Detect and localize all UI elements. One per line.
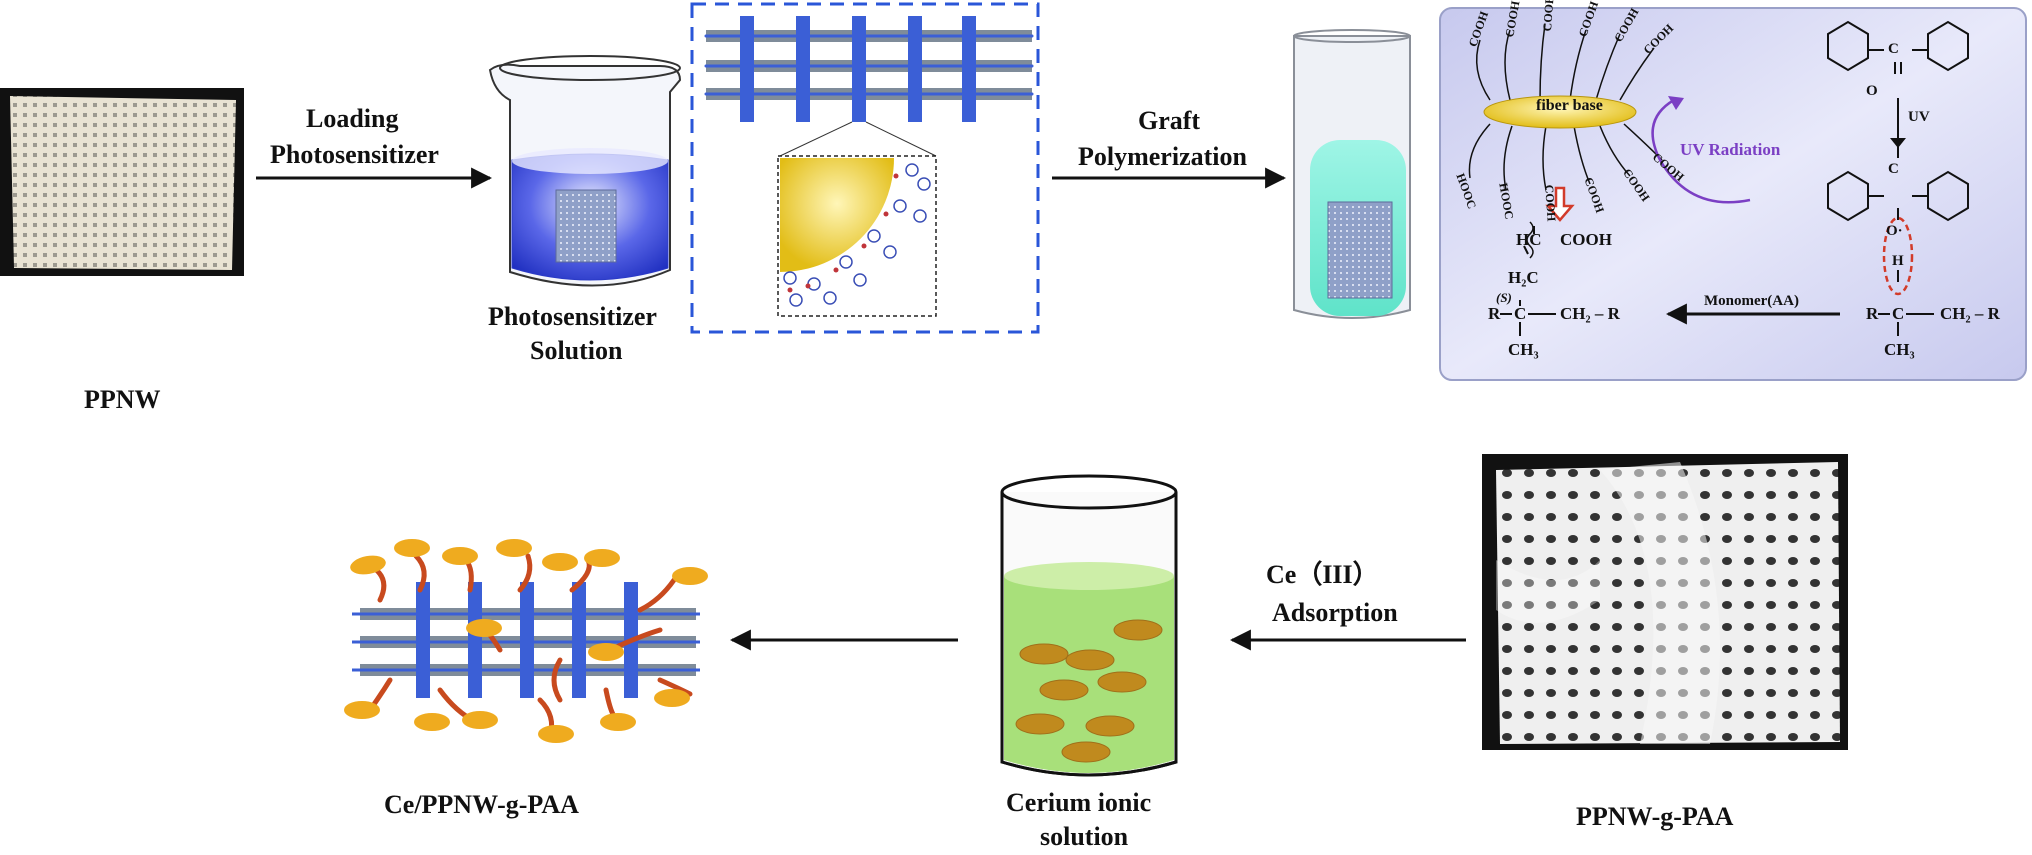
label-hc: HC xyxy=(1516,230,1542,249)
label-ppnw-g-paa: PPNW-g-PAA xyxy=(1576,802,1734,831)
label-photosensitizer-solution-2: Solution xyxy=(530,336,623,365)
label-ch3-right: CH₃ xyxy=(1884,340,1915,359)
label-r-left: R xyxy=(1488,304,1501,323)
ppnw-g-paa-photo xyxy=(1482,454,1848,750)
graft-beaker xyxy=(1293,29,1411,319)
label-r-right: R xyxy=(1866,304,1879,323)
ppnw-fabric-photo xyxy=(0,88,244,276)
label-photosensitizer-solution-1: Photosensitizer xyxy=(488,302,657,331)
label-cerium-1: Cerium ionic xyxy=(1006,788,1152,817)
label-ch2r-left: CH₂ – R xyxy=(1560,304,1620,323)
label-cooh-3: COOH xyxy=(1540,0,1557,32)
photosensitizer-beaker xyxy=(488,55,682,287)
label-ce-iii: Ce（III） xyxy=(1266,560,1379,589)
label-photosensitizer: Photosensitizer xyxy=(270,140,439,169)
label-cerium-2: solution xyxy=(1040,822,1129,851)
label-ch3-left: CH₃ xyxy=(1508,340,1539,359)
cerium-beaker xyxy=(1000,474,1178,777)
label-uv: UV xyxy=(1908,109,1930,125)
label-c-left: C xyxy=(1514,304,1527,323)
label-graft: Graft xyxy=(1138,106,1201,135)
mechanism-panel xyxy=(1439,7,2027,381)
label-ch2r-right: CH₂ – R xyxy=(1940,304,2000,323)
label-ppnw: PPNW xyxy=(84,385,161,414)
label-top-carbonyl-o: O xyxy=(1866,83,1878,99)
label-s-config: (S) xyxy=(1496,290,1512,305)
label-radical-o: O· xyxy=(1886,223,1903,239)
fabric-zoom-box xyxy=(690,2,1040,334)
label-polymerization: Polymerization xyxy=(1078,142,1247,171)
label-c-right: C xyxy=(1892,304,1905,323)
label-fiber-base: fiber base xyxy=(1536,97,1603,114)
label-adsorption: Adsorption xyxy=(1272,598,1398,627)
label-monomer: Monomer(AA) xyxy=(1704,293,1799,309)
label-h2c: H₂C xyxy=(1508,268,1539,287)
label-ce-ppnw-g-paa: Ce/PPNW-g-PAA xyxy=(384,790,579,819)
label-cooh-chain: COOH xyxy=(1560,230,1612,249)
ce-ppnw-g-paa-fabric xyxy=(344,539,708,743)
label-uv-radiation: UV Radiation xyxy=(1680,140,1781,159)
label-middle-c: C xyxy=(1888,161,1899,177)
label-cooh-7: COOH xyxy=(1542,184,1559,222)
label-top-c: C xyxy=(1888,41,1899,57)
label-abstracted-h: H xyxy=(1892,253,1904,269)
label-loading: Loading xyxy=(306,104,399,133)
